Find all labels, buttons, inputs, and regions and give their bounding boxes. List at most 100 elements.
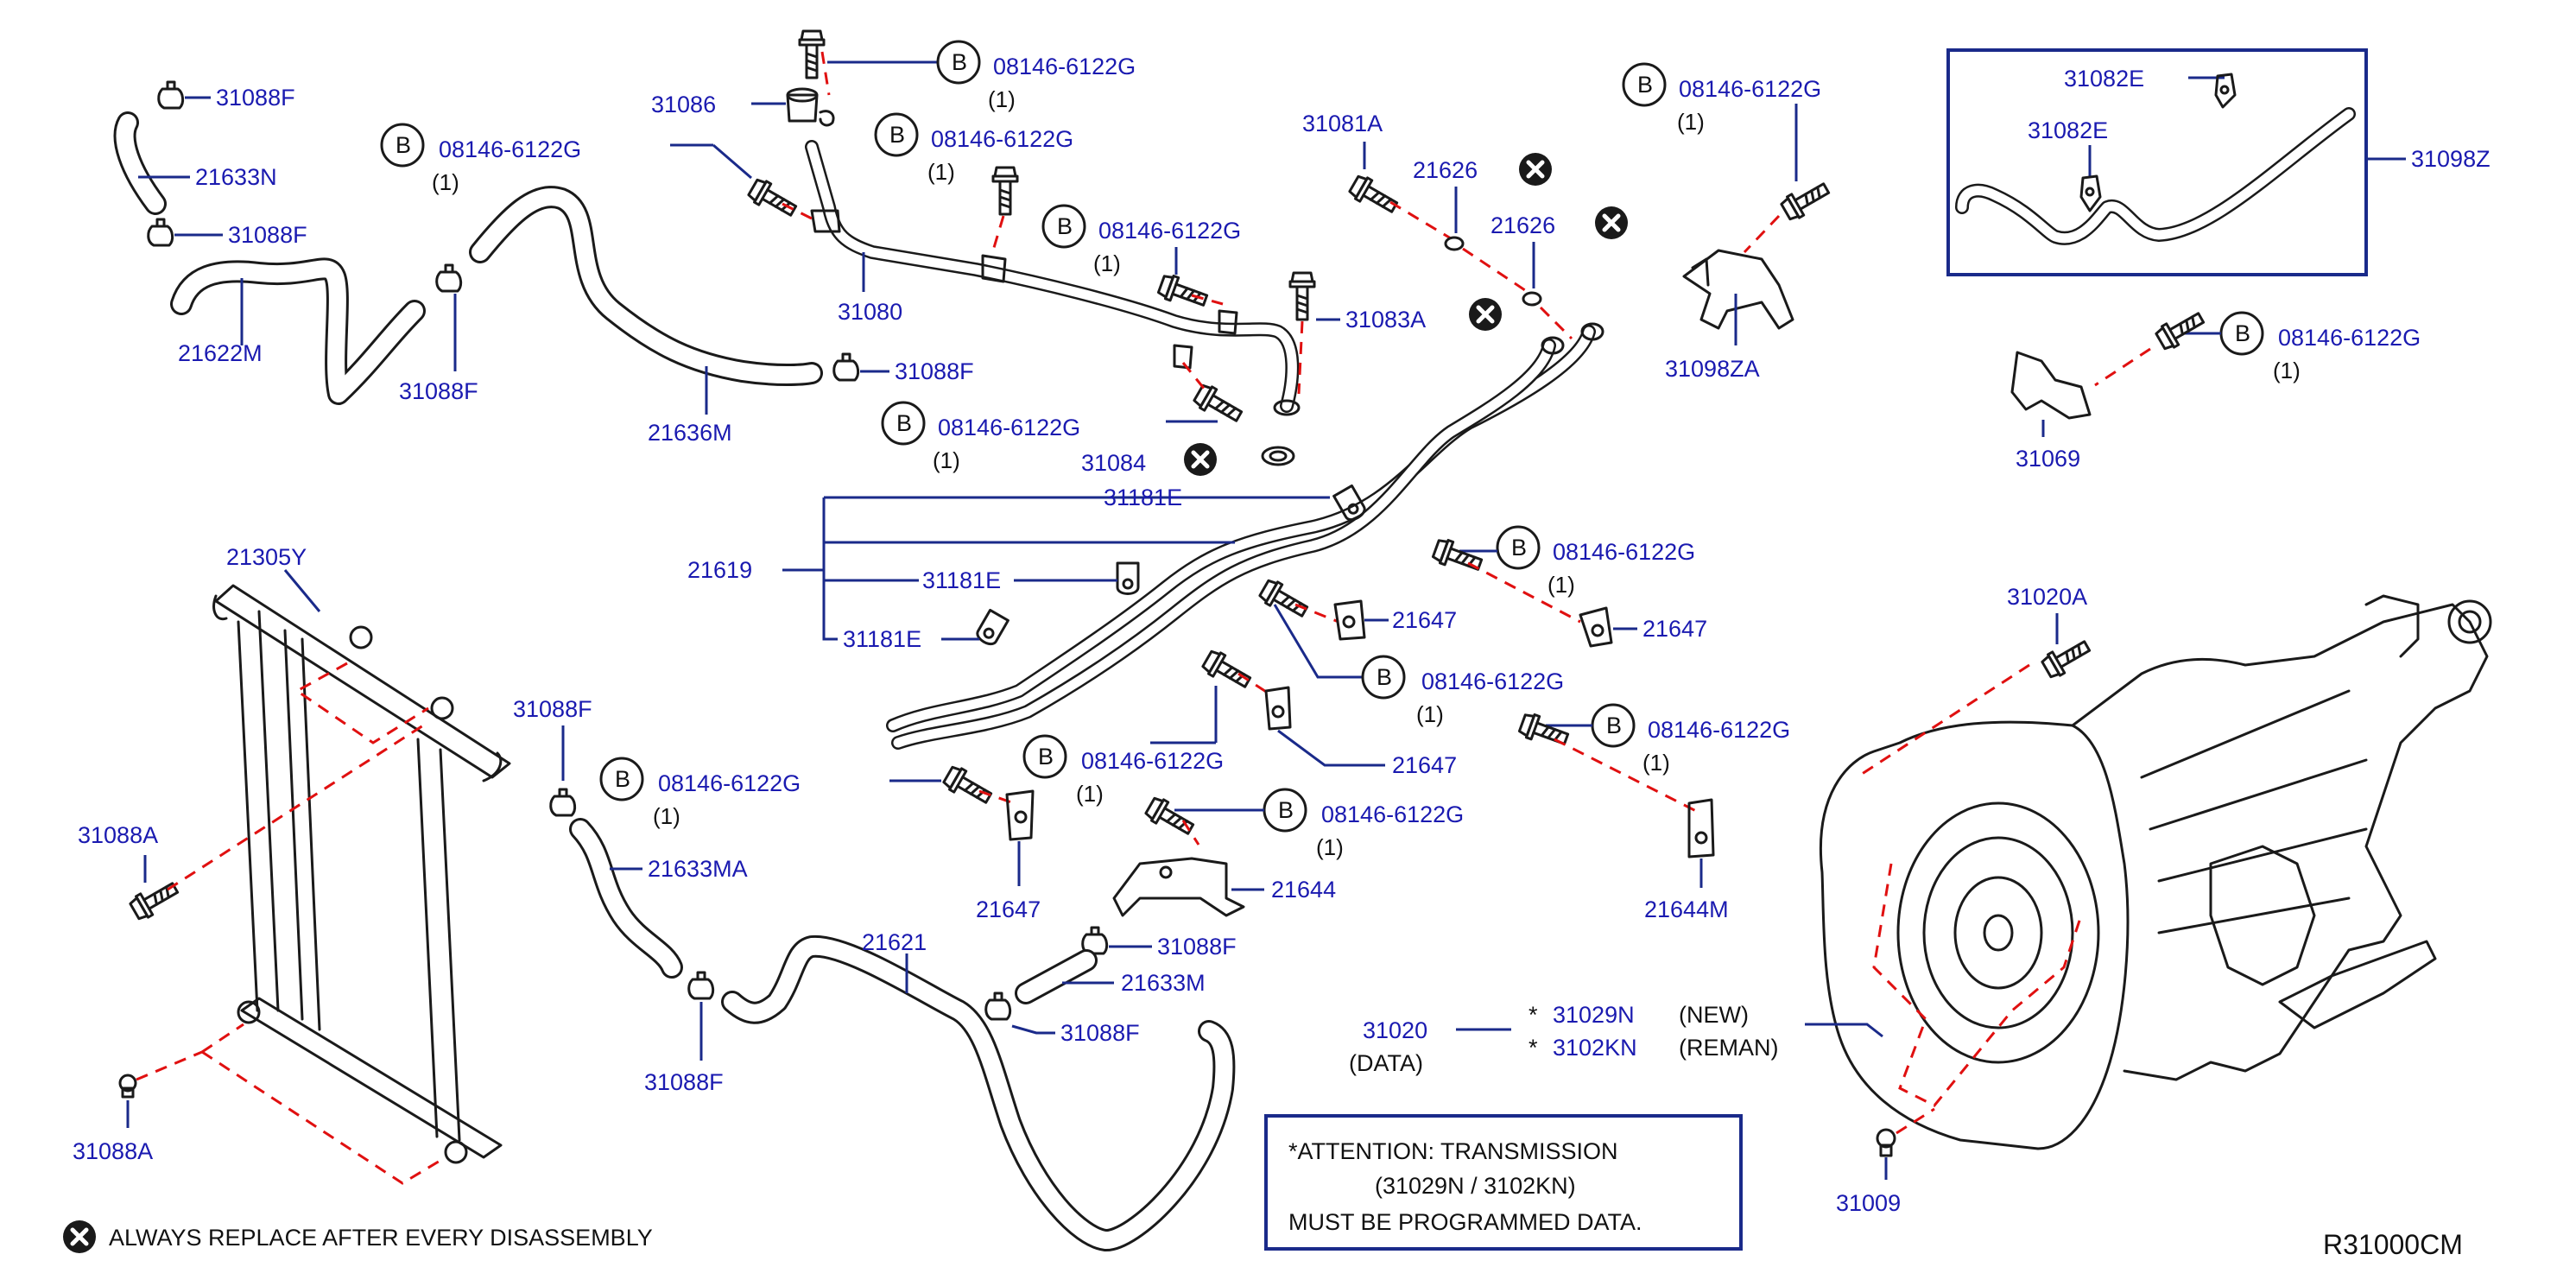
label-21647-b: 21647: [1392, 607, 1457, 633]
label-21633ma: 21633MA: [648, 856, 748, 882]
label-31088f-c: 31088F: [399, 378, 478, 404]
clamp-31088f-d: [832, 352, 860, 382]
hose-21636m: [469, 186, 823, 386]
bolt-31020a: [2039, 634, 2095, 681]
label-21305y: 21305Y: [226, 544, 307, 570]
bolt-31098za: [1778, 176, 1834, 224]
clamp-31088f-h: [984, 991, 1012, 1021]
label-21647-d: 21647: [976, 896, 1041, 922]
bracket-21647-b: [1333, 599, 1366, 641]
clamp-31088f-f: [687, 971, 715, 1000]
variant-1-part: 31029N: [1553, 1002, 1635, 1028]
b-circle-icon: B: [1496, 525, 1541, 570]
bolt-21647-c: [1199, 647, 1256, 694]
b-circle-icon: B: [1022, 734, 1067, 779]
variant-1-star: *: [1529, 1002, 1538, 1028]
hose-21633n: [113, 111, 167, 215]
attention-line-3: MUST BE PROGRAMMED DATA.: [1288, 1209, 1642, 1235]
label-31088f-f: 31088F: [644, 1069, 724, 1095]
label-31088f-d: 31088F: [895, 358, 974, 384]
label-31020: 31020: [1363, 1017, 1427, 1043]
bracket-31098za: [1682, 249, 1794, 330]
tube-31098z: [1955, 107, 2356, 245]
qty-6: (1): [1547, 572, 1575, 598]
bolt-31080-b: [1155, 271, 1211, 314]
label-31088f-g: 31088F: [1157, 934, 1237, 960]
qty-12: (1): [2273, 358, 2301, 383]
bolt-21647-b: [1256, 576, 1313, 624]
legend-text: ALWAYS REPLACE AFTER EVERY DISASSEMBLY: [109, 1225, 653, 1251]
bolt-31088a-bottom: [118, 1074, 137, 1099]
label-31088a-b: 31088A: [73, 1138, 153, 1164]
label-31009: 31009: [1836, 1190, 1901, 1216]
label-21626-b: 21626: [1491, 212, 1555, 238]
hose-21633ma: [569, 818, 683, 979]
b-circle-icon: B: [2219, 311, 2264, 356]
washer-21626-a: [1444, 236, 1465, 251]
svg-text:B: B: [615, 766, 630, 792]
attention-line-2: (31029N / 3102KN): [1375, 1173, 1576, 1199]
svg-text:B: B: [396, 132, 411, 158]
washer-21626-b: [1522, 291, 1542, 307]
bolt-label-1: 08146-6122G: [439, 136, 581, 162]
svg-text:B: B: [2235, 320, 2250, 346]
b-circle-icon: B: [1361, 655, 1406, 700]
svg-text:B: B: [1278, 797, 1294, 823]
inset-box-31098z: [1946, 48, 2368, 276]
bolt-label-13: 08146-6122G: [658, 770, 801, 796]
clamp-31088f-top: [157, 80, 185, 110]
label-31020a: 31020A: [2007, 584, 2087, 610]
qty-1: (1): [432, 169, 459, 195]
cooler-21305y: [212, 584, 511, 1164]
hose-21622m: [170, 257, 426, 405]
replace-x-icon: [1184, 443, 1217, 476]
bolt-21644: [1142, 794, 1199, 841]
bolt-31009: [1876, 1128, 1896, 1157]
b-circle-icon: B: [881, 401, 926, 446]
clip-31082e-a: [2214, 73, 2237, 109]
replace-x-icon: [1519, 153, 1552, 186]
label-21644m: 21644M: [1644, 896, 1729, 922]
svg-text:B: B: [1637, 72, 1653, 98]
svg-text:B: B: [952, 49, 967, 75]
qty-10: (1): [1642, 750, 1670, 776]
bolt-31086-left: [745, 175, 801, 223]
bolt-label-7: 08146-6122G: [1421, 668, 1564, 694]
bolt-31080-a: [991, 166, 1019, 216]
clip-31082e-b: [2079, 174, 2102, 212]
b-circle-icon: B: [1591, 703, 1636, 748]
clamp-31088f-c: [435, 263, 463, 293]
label-21636m: 21636M: [648, 420, 732, 446]
label-21619: 21619: [687, 557, 752, 583]
b-circle-icon: B: [1622, 62, 1667, 107]
label-31088f-a: 31088F: [216, 85, 295, 111]
label-31181e-b: 31181E: [922, 567, 1001, 593]
label-31086: 31086: [651, 92, 716, 117]
variant-2-desc: (REMAN): [1679, 1035, 1779, 1061]
label-31088f-h: 31088F: [1060, 1020, 1140, 1046]
bolt-label-12: 08146-6122G: [2278, 325, 2421, 351]
label-31081a: 31081A: [1302, 111, 1383, 136]
gasket-31084: [1261, 446, 1295, 466]
variant-2-star: *: [1529, 1035, 1538, 1061]
label-31082e-b: 31082E: [2028, 117, 2108, 143]
b-circle-icon: B: [1263, 788, 1307, 833]
b-circle-icon: B: [936, 40, 981, 85]
fitting-31086: [786, 87, 835, 127]
label-31181e-c: 31181E: [843, 626, 921, 652]
label-21647-c: 21647: [1392, 752, 1457, 778]
bolt-31069: [2153, 306, 2209, 353]
qty-8: (1): [1076, 781, 1104, 807]
b-circle-icon: B: [874, 112, 919, 157]
bracket-21644: [1112, 857, 1245, 917]
bolt-31088a-top: [127, 876, 183, 923]
bolt-label-11: 08146-6122G: [1679, 76, 1821, 102]
svg-text:B: B: [896, 410, 912, 436]
clamp-31088f-e: [549, 788, 577, 817]
label-21644: 21644: [1271, 877, 1336, 903]
label-21622m: 21622M: [178, 340, 263, 366]
svg-text:B: B: [1038, 744, 1054, 770]
label-31069: 31069: [2016, 446, 2080, 472]
label-31088f-e: 31088F: [513, 696, 592, 722]
